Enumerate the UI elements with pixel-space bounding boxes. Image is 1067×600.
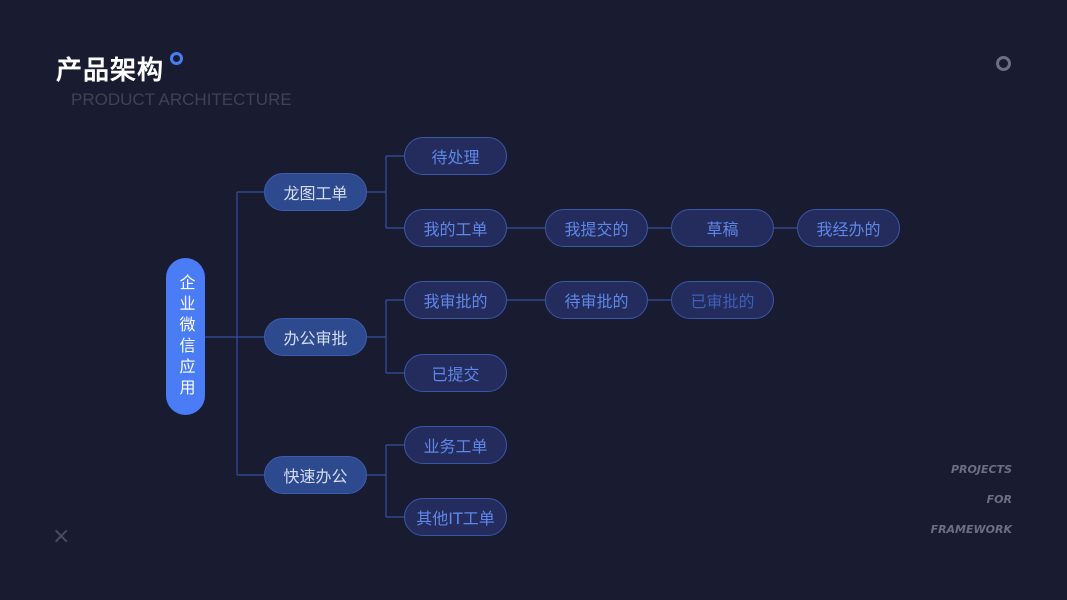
- leaf-node-approved[interactable]: 已审批的: [671, 281, 774, 319]
- leaf-node-pending[interactable]: 待处理: [404, 137, 507, 175]
- page-title: 产品架构: [56, 56, 165, 86]
- branch-node-longtu[interactable]: 龙图工单: [264, 173, 367, 211]
- leaf-node-drafts[interactable]: 草稿: [671, 209, 774, 247]
- leaf-node-handled-by-me[interactable]: 我经办的: [797, 209, 900, 247]
- leaf-node-awaiting-approval[interactable]: 待审批的: [545, 281, 648, 319]
- tag-for: FOR: [986, 493, 1012, 506]
- ring-icon: [996, 56, 1011, 71]
- leaf-node-my-approvals[interactable]: 我审批的: [404, 281, 507, 319]
- leaf-node-business-tickets[interactable]: 业务工单: [404, 426, 507, 464]
- branch-node-approval[interactable]: 办公审批: [264, 318, 367, 356]
- leaf-node-my-tickets[interactable]: 我的工单: [404, 209, 507, 247]
- close-icon[interactable]: ×: [52, 524, 71, 549]
- tag-projects: PROJECTS: [951, 463, 1012, 476]
- root-node[interactable]: 企业微信应用: [166, 258, 205, 415]
- branch-node-quick-office[interactable]: 快速办公: [264, 456, 367, 494]
- page-subtitle: PRODUCT ARCHITECTURE: [71, 90, 292, 109]
- leaf-node-other-it-tickets[interactable]: 其他IT工单: [404, 498, 507, 536]
- leaf-node-submitted[interactable]: 已提交: [404, 354, 507, 392]
- accent-dot-icon: [170, 52, 183, 65]
- tag-framework: FRAMEWORK: [930, 523, 1012, 536]
- leaf-node-submitted-by-me[interactable]: 我提交的: [545, 209, 648, 247]
